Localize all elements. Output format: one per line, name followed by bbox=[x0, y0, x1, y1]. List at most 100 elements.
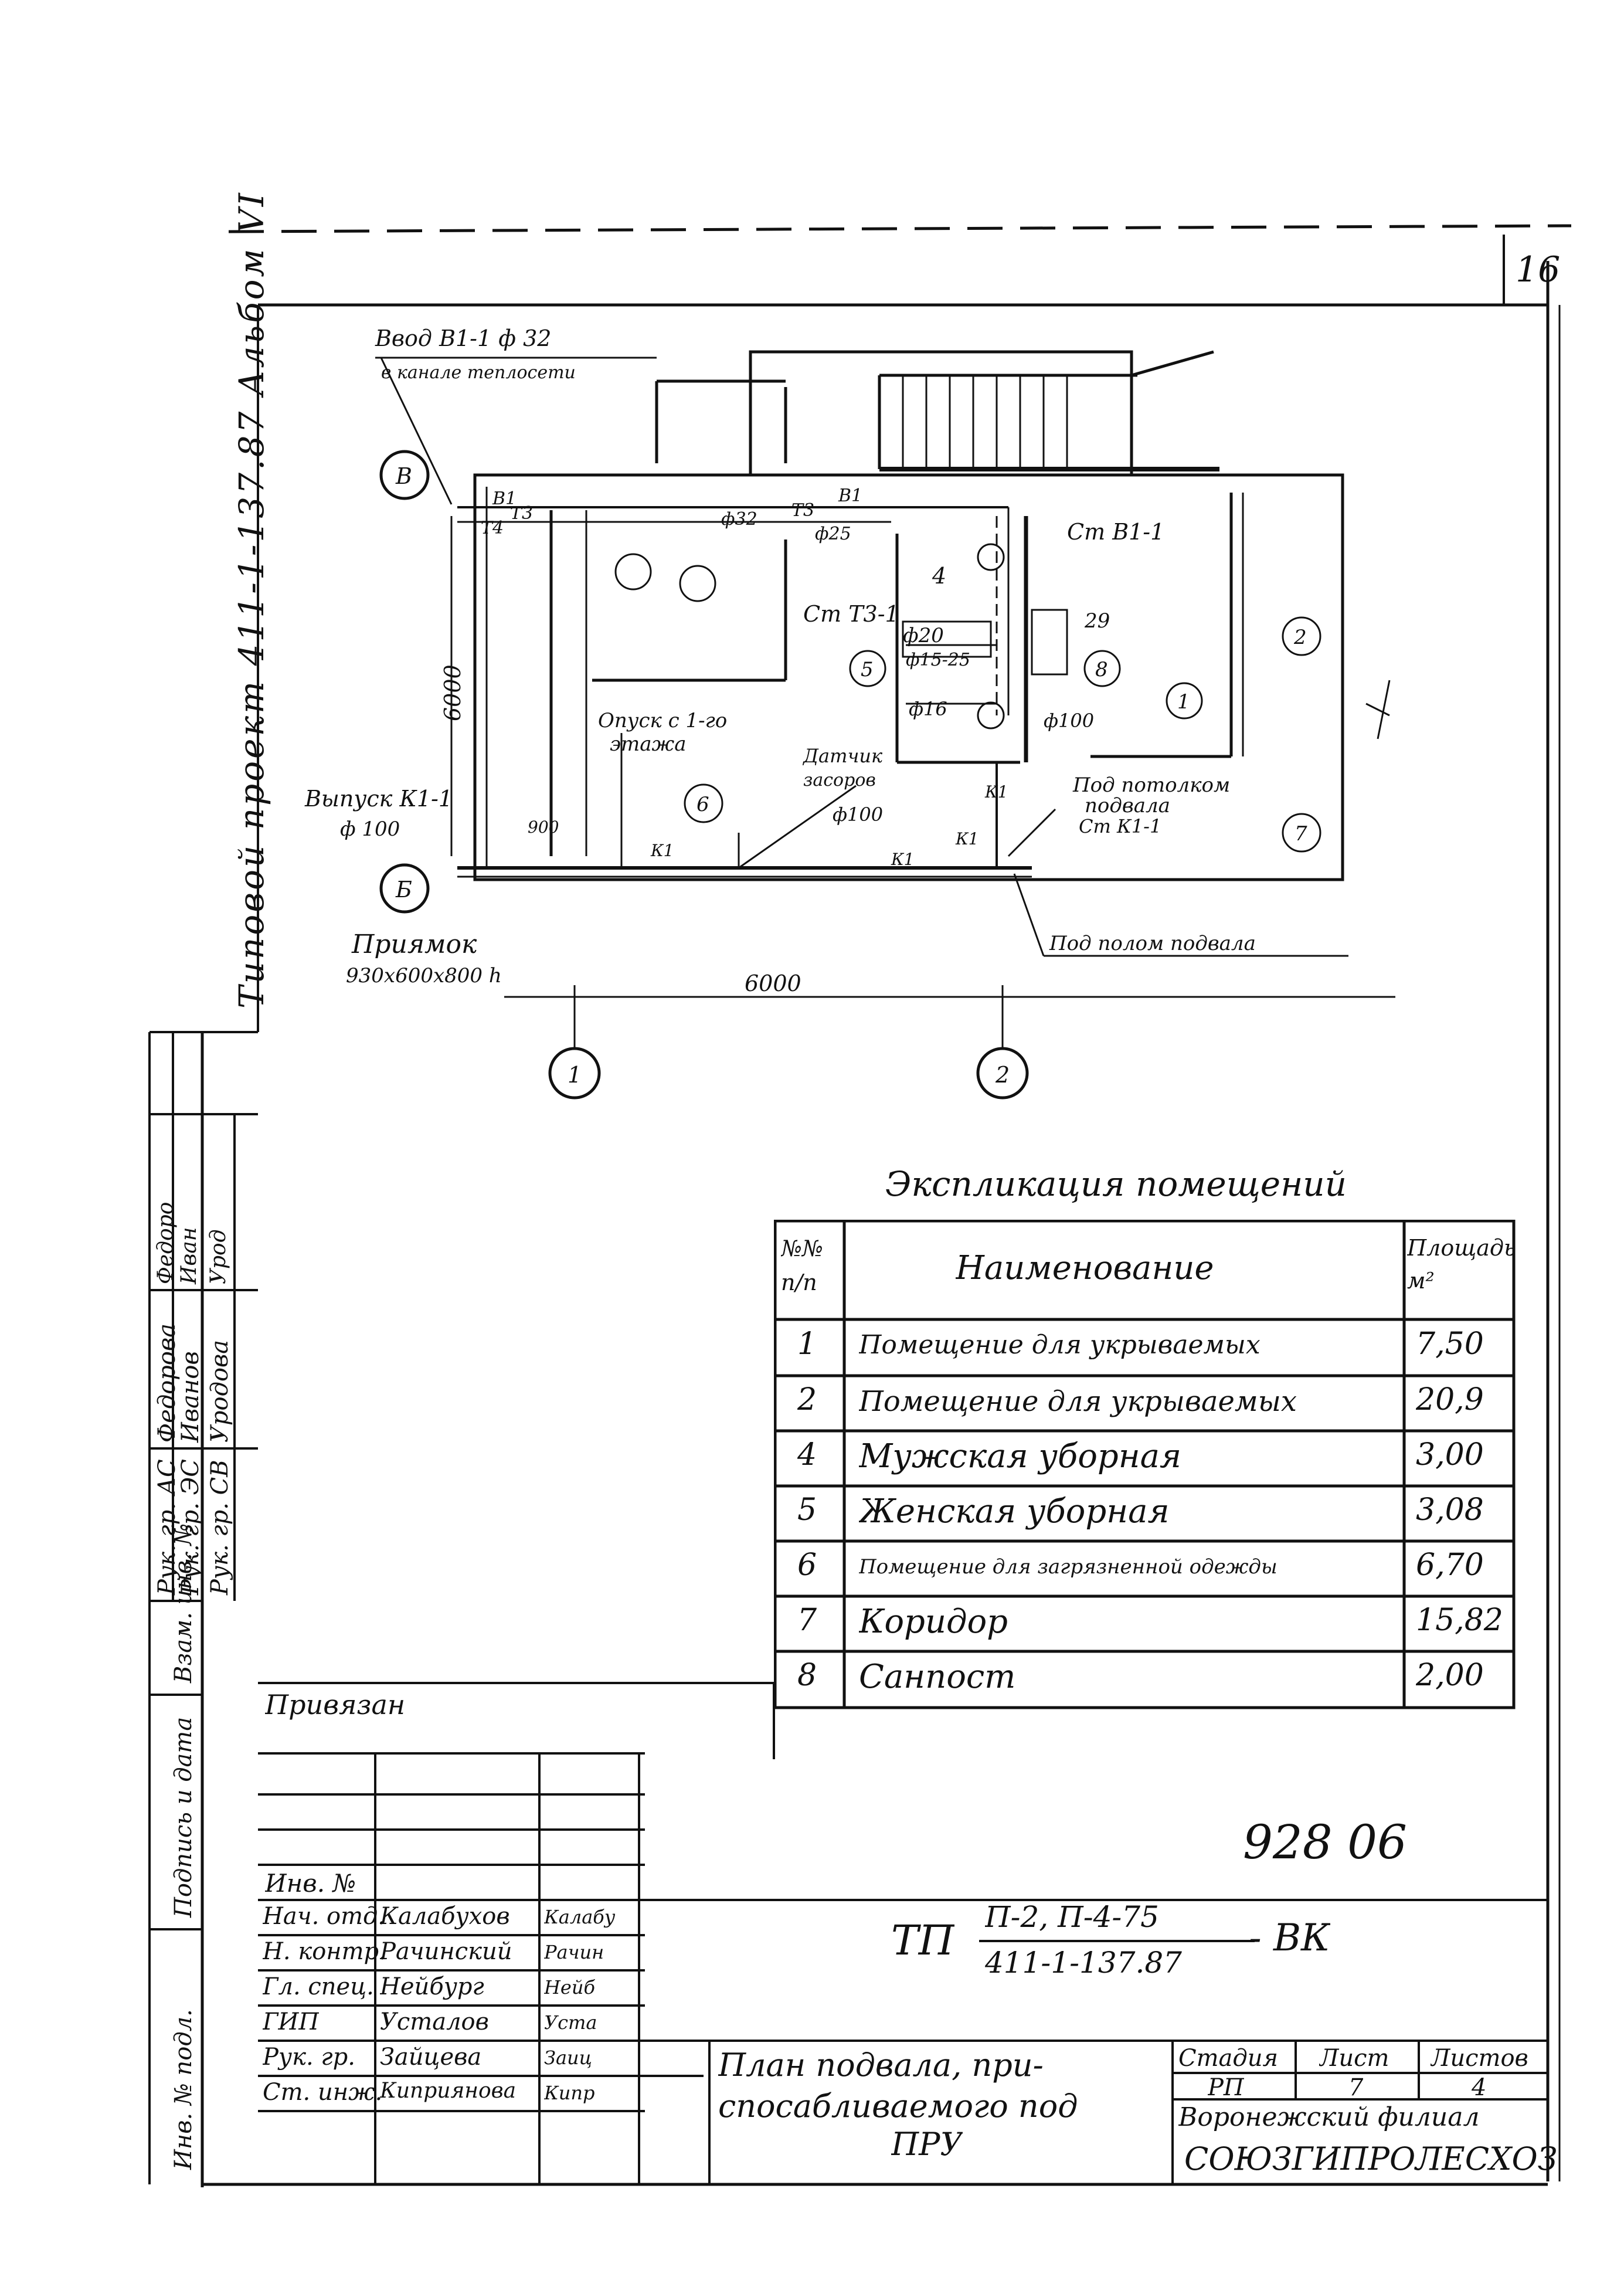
inlet-label: Ввод В1-1 ф 32 bbox=[375, 325, 551, 351]
designation-prefix: ТП bbox=[891, 1916, 954, 1964]
privyazan-label: Привязан bbox=[265, 1689, 406, 1721]
sig-mark: Калабу bbox=[544, 1906, 616, 1928]
room1-label: 1 bbox=[1177, 690, 1190, 714]
sig-name: Нейбург bbox=[380, 1973, 484, 2000]
k1a-label: К1 bbox=[650, 841, 674, 860]
sheet-header: Лист bbox=[1319, 2045, 1389, 2072]
org-line1: Воронежский филиал bbox=[1178, 2102, 1480, 2132]
room7-label: 7 bbox=[1295, 822, 1307, 846]
outlet-label: Выпуск К1-1 bbox=[304, 786, 453, 812]
row-area: 2,00 bbox=[1416, 1658, 1484, 1693]
sensor2-label: засоров bbox=[803, 770, 876, 790]
room6-label: 6 bbox=[697, 793, 709, 816]
sheet-number: 16 bbox=[1516, 249, 1561, 290]
d25-label: ф25 bbox=[815, 524, 851, 544]
row-num: 7 bbox=[797, 1603, 817, 1638]
stb11-label: Ст В1-1 bbox=[1067, 519, 1164, 545]
k1c-label: К1 bbox=[955, 829, 979, 849]
stage-header: Стадия bbox=[1178, 2045, 1278, 2072]
sig-mark: Рачин bbox=[544, 1941, 604, 1963]
designation-fraction-line bbox=[979, 1940, 1255, 1942]
row-area: 3,00 bbox=[1416, 1437, 1484, 1472]
sheets-header: Листов bbox=[1431, 2045, 1528, 2072]
lowering-label: Опуск с 1-го bbox=[598, 709, 727, 732]
sig-role: Рук. гр. bbox=[263, 2044, 355, 2071]
sensor-label: Датчик bbox=[802, 745, 883, 767]
k1b-label: К1 bbox=[891, 850, 914, 869]
b1-label: В1 bbox=[492, 488, 517, 509]
room5-label: 5 bbox=[861, 658, 874, 681]
ceiling-label: Под потолком bbox=[1072, 773, 1230, 797]
row-area: 7,50 bbox=[1416, 1326, 1484, 1362]
inv-no-label: Инв. № bbox=[265, 1869, 356, 1898]
doc-number: 928 06 bbox=[1243, 1815, 1407, 1869]
designation-top: П-2, П-4-75 bbox=[985, 1900, 1159, 1934]
row-name: Помещение для укрываемых bbox=[859, 1330, 1261, 1360]
room4-label: 4 bbox=[932, 563, 946, 589]
d900-label: 900 bbox=[528, 817, 559, 837]
d100a-label: ф100 bbox=[1044, 710, 1094, 732]
d15-label: ф15-25 bbox=[906, 650, 970, 670]
room2-label: 2 bbox=[1293, 626, 1307, 649]
row-area: 3,08 bbox=[1416, 1492, 1484, 1528]
axis-b-label: Б bbox=[395, 877, 412, 902]
row-area: 20,9 bbox=[1416, 1382, 1484, 1417]
sig-name: Калабухов bbox=[380, 1903, 510, 1930]
sig-mark: Нейб bbox=[544, 1976, 595, 1998]
axis-v-label: В bbox=[395, 463, 412, 489]
sig-mark: Кипр bbox=[544, 2082, 595, 2104]
sig-name: Усталов bbox=[380, 2008, 489, 2035]
underfloor-label: Под полом подвала bbox=[1049, 932, 1256, 955]
row-name: Помещение для укрываемых bbox=[859, 1385, 1297, 1418]
inlet-note: в канале теплосети bbox=[381, 362, 576, 383]
row-name: Женская уборная bbox=[859, 1492, 1170, 1531]
t3b-label: Т3 bbox=[791, 500, 814, 521]
drawing-title-line2: спосабливаемого под bbox=[718, 2088, 1078, 2125]
sig-name: Зайцева bbox=[380, 2044, 482, 2071]
row-name: Мужская уборная bbox=[859, 1437, 1182, 1475]
pit-label: Приямок bbox=[351, 929, 477, 959]
sheets-value: 4 bbox=[1472, 2074, 1487, 2101]
sig-role: Гл. спец. bbox=[263, 1973, 374, 2000]
row-num: 4 bbox=[797, 1437, 817, 1472]
drawing-title-line1: План подвала, при- bbox=[718, 2047, 1044, 2084]
row-num: 6 bbox=[797, 1548, 817, 1583]
col-name-header: Наименование bbox=[956, 1249, 1214, 1287]
outlet2-label: ф 100 bbox=[340, 817, 400, 841]
org-line2: СОЮЗГИПРОЛЕСХОЗ bbox=[1184, 2140, 1558, 2177]
col-num-header: №№ п/п bbox=[781, 1236, 823, 1295]
explication-title: Экспликация помещений bbox=[885, 1164, 1347, 1204]
d32-label: ф32 bbox=[721, 509, 757, 530]
sig-role: Ст. инж. bbox=[263, 2079, 383, 2106]
designation-suffix: - ВК bbox=[1249, 1916, 1330, 1960]
row-area: 6,70 bbox=[1416, 1548, 1484, 1583]
sig-role: ГИП bbox=[263, 2008, 320, 2035]
sig-mark: Заиц bbox=[544, 2047, 592, 2069]
sig-role: Нач. отд. bbox=[263, 1903, 386, 1930]
dim-6000-h: 6000 bbox=[745, 971, 801, 996]
drawing-title-line3: ПРУ bbox=[891, 2126, 963, 2163]
t3-label: Т3 bbox=[510, 503, 533, 524]
row-num: 2 bbox=[797, 1382, 817, 1417]
col-area-header: Площадь м² bbox=[1407, 1235, 1513, 1294]
d20-label: ф20 bbox=[903, 624, 944, 647]
k1d-label: К1 bbox=[984, 782, 1008, 802]
designation-bottom: 411-1-137.87 bbox=[985, 1946, 1182, 1980]
row-num: 8 bbox=[797, 1658, 817, 1693]
b1b-label: В1 bbox=[838, 486, 862, 506]
axis-1-label: 1 bbox=[568, 1062, 582, 1088]
row-name: Коридор bbox=[859, 1603, 1008, 1641]
explication-table-grid bbox=[774, 1220, 1516, 1709]
row-name: Помещение для загрязненной одежды bbox=[859, 1555, 1278, 1579]
dim-6000-v: 6000 bbox=[440, 664, 466, 721]
n29-label: 29 bbox=[1084, 609, 1110, 633]
room8-label: 8 bbox=[1095, 658, 1108, 681]
row-area: 15,82 bbox=[1416, 1603, 1503, 1638]
t4-label: Т4 bbox=[481, 518, 504, 538]
sig-role: Н. контр. bbox=[263, 1938, 386, 1965]
stt31-label: Ст Т3-1 bbox=[803, 601, 899, 627]
sheet-value: 7 bbox=[1348, 2074, 1364, 2101]
